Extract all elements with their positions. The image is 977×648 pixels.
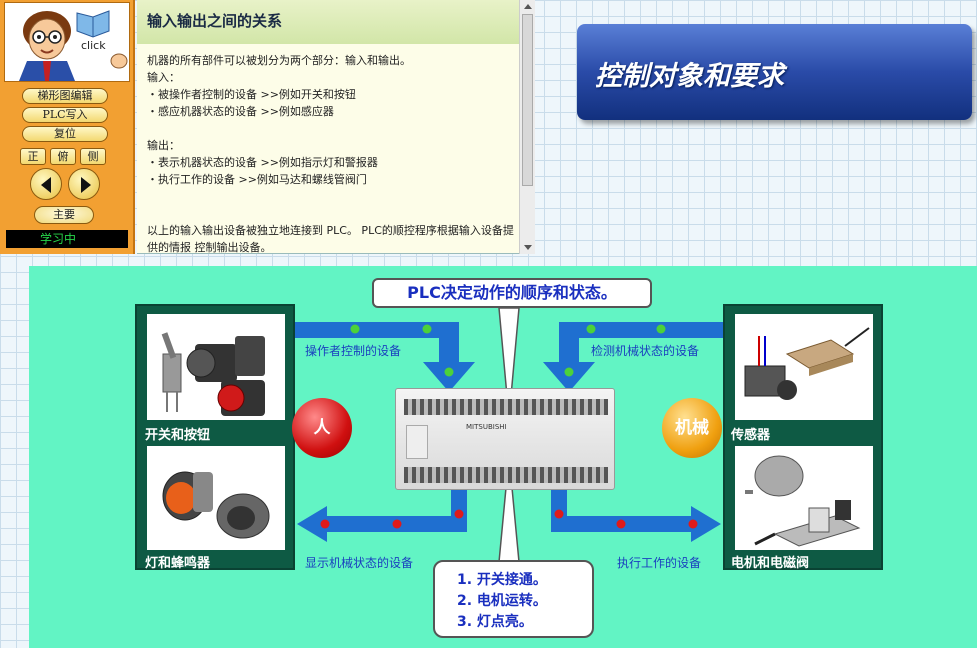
plc-terminal-bottom <box>404 467 608 483</box>
info-paragraph: 机器的所有部件可以被划分为两个部分：输入和输出。 <box>147 54 411 67</box>
input-heading: 输入： <box>147 71 180 84</box>
scroll-down-icon[interactable] <box>520 242 536 254</box>
work-output-arrow <box>551 490 721 542</box>
human-badge: 人 <box>292 398 352 458</box>
page-title: 控制对象和要求 <box>577 24 972 120</box>
plc-role-callout: PLC决定动作的顺序和状态。 <box>372 278 652 308</box>
plc-diagram: 开关和按钮 灯和蜂鸣器 传感器 电机和电磁阀 <box>29 266 977 648</box>
next-button[interactable] <box>68 168 100 200</box>
sensor-input-arrow <box>543 322 723 392</box>
click-label: click <box>81 39 106 52</box>
lamp-image <box>147 446 285 550</box>
lamp-label: 灯和蜂鸣器 <box>145 556 211 571</box>
side-view-button[interactable]: 侧 <box>80 148 106 165</box>
operator-device-label: 操作者控制的设备 <box>305 344 402 358</box>
info-body: 机器的所有部件可以被划分为两个部分：输入和输出。 输入： ・被操作者控制的设备 … <box>147 52 517 256</box>
ladder-edit-button[interactable]: 梯形图编辑 <box>22 88 108 104</box>
steps-callout: 1. 开关接通。 2. 电机运转。 3. 灯点亮。 <box>433 560 594 638</box>
control-panel: click 梯形图编辑 PLC写入 复位 正 俯 侧 主要 学习中 <box>0 0 135 254</box>
operator-input-arrow <box>295 322 475 392</box>
detect-device-label: 检测机械状态的设备 <box>591 344 700 358</box>
sensor-image <box>735 314 873 420</box>
output-heading: 输出： <box>147 139 180 152</box>
step-item: 3. 灯点亮。 <box>457 614 533 630</box>
plc-brand: MITSUBISHI <box>466 423 507 431</box>
work-device-label: 执行工作的设备 <box>617 556 702 570</box>
machine-badge: 机械 <box>662 398 722 458</box>
top-view-button[interactable]: 俯 <box>50 148 76 165</box>
right-arrow-icon <box>81 177 91 193</box>
signal-arrows <box>295 307 723 563</box>
left-arrow-icon <box>41 177 51 193</box>
display-output-arrow <box>297 490 467 542</box>
info-scrollbar[interactable] <box>519 0 535 254</box>
display-device-label: 显示机械状态的设备 <box>305 556 414 570</box>
input-item: ・被操作者控制的设备 >>例如开关和按钮 <box>147 88 356 101</box>
info-paragraph: 以上的输入输出设备被独立地连接到 PLC。 PLC的顺控程序根据输入设备提供的情… <box>147 224 514 254</box>
info-title: 输入输出之间的关系 <box>137 0 519 44</box>
status-indicator: 学习中 <box>6 230 128 248</box>
motor-image <box>735 446 873 550</box>
motor-label: 电机和电磁阀 <box>731 556 810 571</box>
mascot-click-button[interactable]: click <box>4 2 130 82</box>
switch-label: 开关和按钮 <box>145 428 211 443</box>
step-item: 2. 电机运转。 <box>457 593 547 609</box>
prev-button[interactable] <box>30 168 62 200</box>
info-panel: 输入输出之间的关系 机器的所有部件可以被划分为两个部分：输入和输出。 输入： ・… <box>137 0 535 254</box>
step-item: 1. 开关接通。 <box>457 572 547 588</box>
output-item: ・执行工作的设备 >>例如马达和螺线管阀门 <box>147 173 367 186</box>
main-menu-button[interactable]: 主要 <box>34 206 94 224</box>
scroll-thumb[interactable] <box>522 14 533 186</box>
switch-image <box>147 314 285 420</box>
title-pointer <box>498 307 520 419</box>
front-view-button[interactable]: 正 <box>20 148 46 165</box>
plc-write-button[interactable]: PLC写入 <box>22 107 108 123</box>
input-item: ・感应机器状态的设备 >>例如感应器 <box>147 105 334 118</box>
reset-button[interactable]: 复位 <box>22 126 108 142</box>
sensor-label: 传感器 <box>731 428 771 443</box>
scroll-up-icon[interactable] <box>520 0 536 12</box>
plc-terminal-top <box>404 399 608 415</box>
plc-cover <box>406 425 428 459</box>
output-item: ・表示机器状态的设备 >>例如指示灯和警报器 <box>147 156 378 169</box>
plc-unit: MITSUBISHI <box>395 388 615 490</box>
